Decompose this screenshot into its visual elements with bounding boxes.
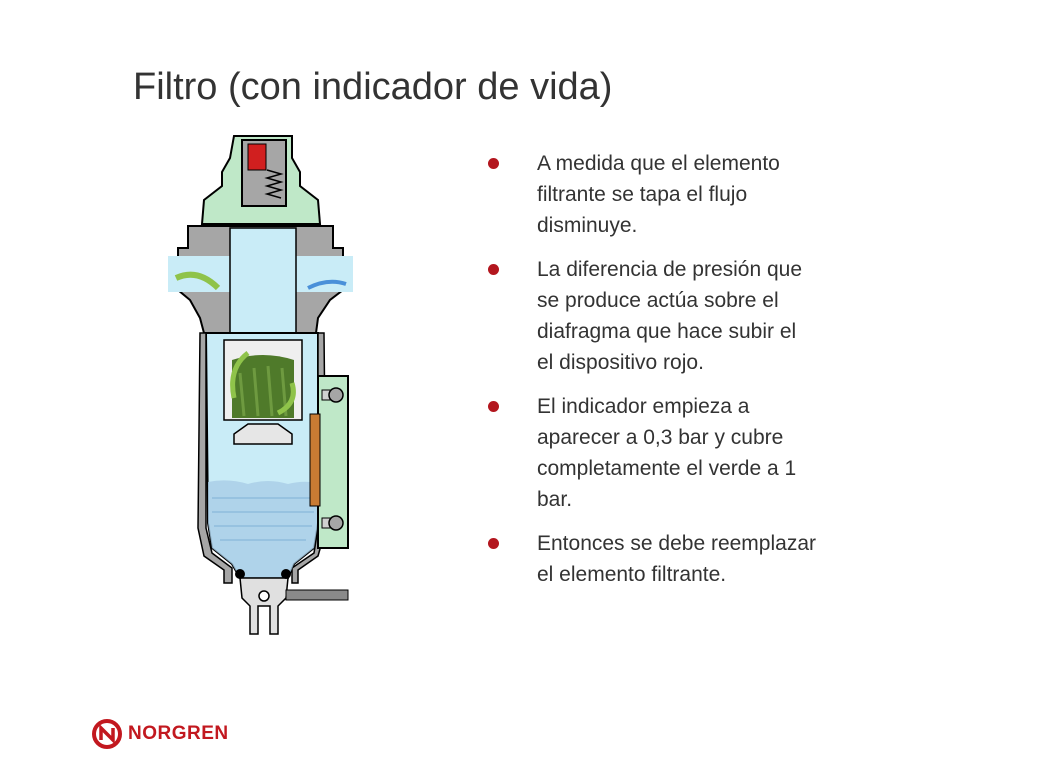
bullet-dot-icon xyxy=(488,538,499,549)
bullet-text: A medida que el elemento filtrante se ta… xyxy=(537,152,780,237)
bullet-dot-icon xyxy=(488,158,499,169)
bullet-item: La diferencia de presión que se produce … xyxy=(486,254,906,378)
bullet-text: El indicador empieza a aparecer a 0,3 ba… xyxy=(537,395,797,511)
bullet-list: A medida que el elemento filtrante se ta… xyxy=(486,148,906,603)
norgren-logo: NORGREN xyxy=(92,717,262,751)
norgren-logo-icon xyxy=(92,719,122,749)
bullet-item: El indicador empieza a aparecer a 0,3 ba… xyxy=(486,391,906,515)
bullet-text: Entonces se debe reemplazar el elemento … xyxy=(537,532,816,586)
logo-text: NORGREN xyxy=(128,723,229,744)
bullet-dot-icon xyxy=(488,401,499,412)
bullet-item: Entonces se debe reemplazar el elemento … xyxy=(486,528,906,590)
slide-title: Filtro (con indicador de vida) xyxy=(133,66,613,108)
bullet-text: La diferencia de presión que se produce … xyxy=(537,258,803,374)
bullet-item: A medida que el elemento filtrante se ta… xyxy=(486,148,906,241)
bullet-dot-icon xyxy=(488,264,499,275)
filter-cutaway-diagram xyxy=(168,128,353,643)
